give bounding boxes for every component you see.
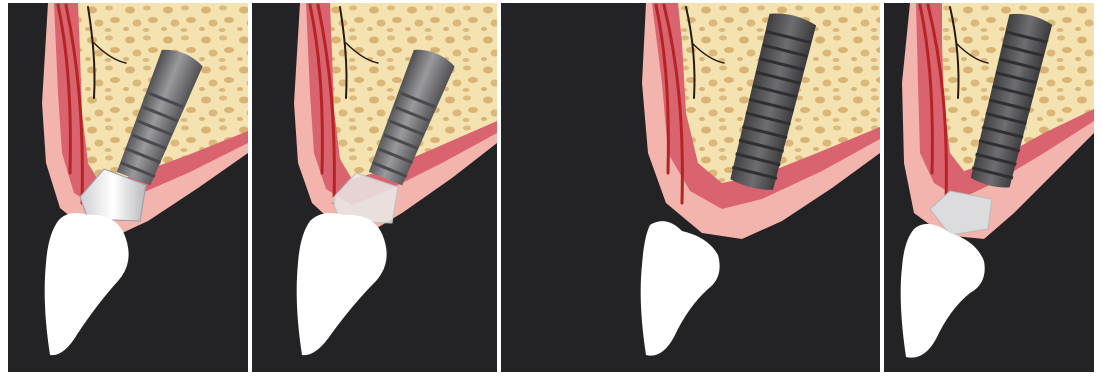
tooth-crown (901, 224, 985, 358)
panel-3-cylindrical-implant-no-abutment (622, 3, 880, 372)
panel-4-cylindrical-implant-grey-abutment (884, 3, 1094, 372)
tooth-crown (45, 213, 129, 355)
tooth-crown (297, 213, 387, 355)
panel-2-tapered-implant-translucent-abutment (252, 3, 497, 372)
tooth-crown (641, 221, 720, 355)
figure-frame (8, 3, 1094, 372)
panel-1-tapered-implant-silver-abutment (8, 3, 248, 372)
panel-divider (497, 3, 501, 372)
